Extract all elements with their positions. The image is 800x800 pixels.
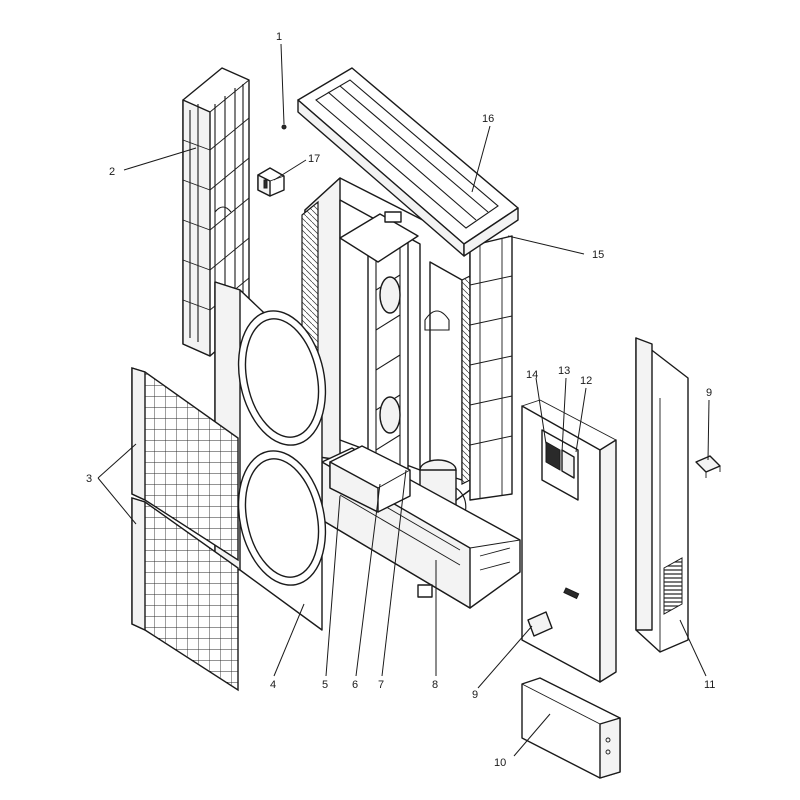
fan-grille-lower	[131, 497, 239, 692]
callout-9-front: 9	[472, 689, 478, 701]
callout-17: 17	[308, 153, 320, 165]
front-service-panel	[521, 399, 617, 683]
callout-labels: 1 2 3 4 5 6 7 8 9 9 10 11 12 13 14 15 16…	[86, 31, 715, 769]
callout-16: 16	[482, 113, 494, 125]
callout-7: 7	[378, 679, 384, 691]
callout-1: 1	[276, 31, 282, 43]
small-bracket-part	[257, 167, 285, 197]
side-coil-guard	[469, 235, 513, 501]
callout-15: 15	[592, 249, 604, 261]
lower-front-cover	[521, 677, 621, 779]
callout-11: 11	[704, 679, 715, 691]
callout-4: 4	[270, 679, 276, 691]
callout-12: 12	[580, 375, 592, 387]
front-fan-panel	[214, 281, 327, 631]
callout-6: 6	[352, 679, 358, 691]
callout-10: 10	[494, 757, 506, 769]
right-side-panel	[635, 337, 689, 653]
callout-9-side: 9	[706, 387, 712, 399]
fan-grille-upper	[131, 367, 239, 562]
top-cover-panel	[297, 67, 519, 257]
callout-3: 3	[86, 473, 92, 485]
callout-5: 5	[322, 679, 328, 691]
screw-part	[281, 124, 287, 130]
callout-14: 14	[526, 369, 538, 381]
callout-2: 2	[109, 166, 115, 178]
callout-8: 8	[432, 679, 438, 691]
callout-13: 13	[558, 365, 570, 377]
handle-part	[695, 455, 721, 478]
leader-lines	[97, 43, 710, 757]
